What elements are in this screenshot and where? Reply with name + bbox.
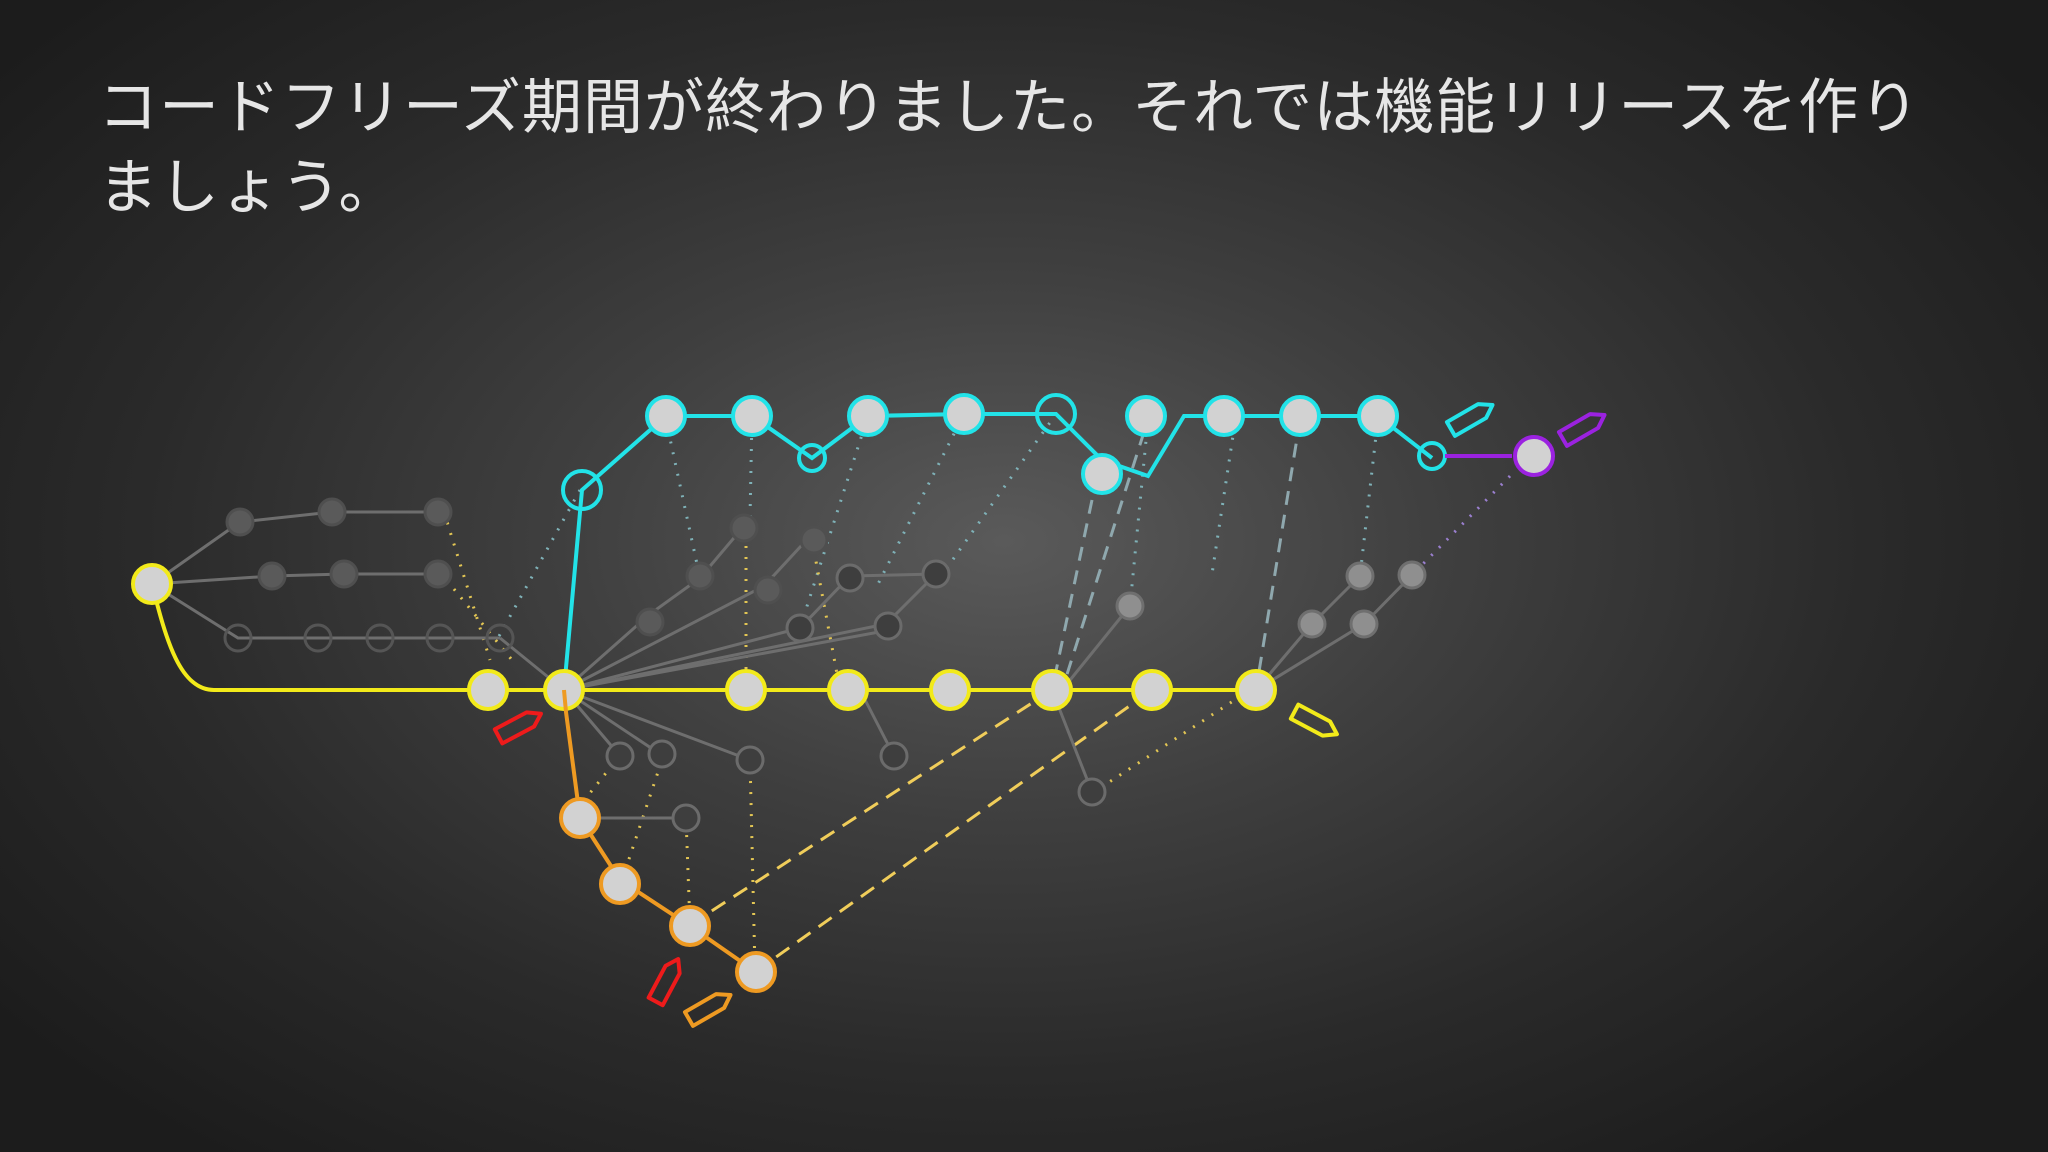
tag-icon bbox=[1444, 402, 1495, 438]
develop-dashed-connectors bbox=[1050, 419, 1302, 691]
tags bbox=[492, 402, 1607, 1028]
feature-branch bbox=[1445, 435, 1555, 477]
release-commits bbox=[559, 797, 777, 993]
tag-icon bbox=[646, 957, 682, 1008]
main-commits bbox=[131, 563, 1277, 711]
main-branch bbox=[150, 583, 1256, 692]
main-dotted-connectors bbox=[438, 511, 1251, 794]
develop-branch bbox=[562, 412, 1434, 691]
grey-commits bbox=[223, 497, 1427, 833]
feature-dotted-connector bbox=[1410, 474, 1512, 577]
release-dotted-connectors bbox=[568, 757, 757, 971]
tag-icon bbox=[1288, 702, 1339, 738]
slide-title: コードフリーズ期間が終わりました。それでは機能リリースを作りましょう。 bbox=[98, 73, 1921, 223]
tag-icon bbox=[492, 710, 543, 746]
tag-icon bbox=[682, 992, 733, 1028]
develop-commits bbox=[561, 393, 1447, 511]
develop-dotted-connectors bbox=[496, 413, 1380, 639]
tag-icon bbox=[1556, 412, 1607, 448]
release-dashed-connectors bbox=[689, 688, 1153, 974]
grey-history bbox=[151, 510, 1414, 820]
